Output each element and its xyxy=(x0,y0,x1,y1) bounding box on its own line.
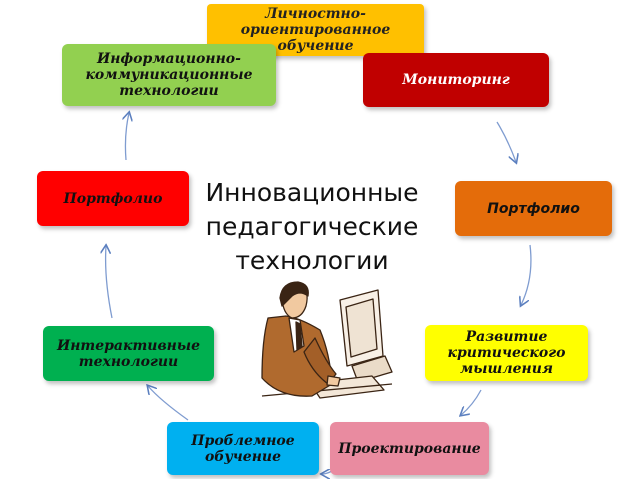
arrow-portfolio-to-kriticheskoe xyxy=(521,244,532,305)
node-portfolio-left: Портфолио xyxy=(37,171,189,226)
node-monitoring-label: Мониторинг xyxy=(402,72,510,88)
central-title: Инновационные педагогические технологии xyxy=(205,178,419,275)
node-portfolio-right: Портфолио xyxy=(455,181,612,236)
node-interaktivnye-label: Интерактивные технологии xyxy=(56,337,201,370)
node-proektirovanie-label: Проектирование xyxy=(338,440,481,457)
arrow-monitoring-to-portfolio xyxy=(496,121,516,162)
arrow-portfolio-to-informatsionno xyxy=(125,113,129,161)
arrow-interaktivnye-to-portfolio xyxy=(106,246,113,319)
node-monitoring: Мониторинг xyxy=(363,53,549,107)
node-informatsionno-label: Информационно- коммуникационные технолог… xyxy=(85,51,253,99)
arrow-problemnoe-to-interaktivnye xyxy=(148,386,189,421)
node-kriticheskoe: Развитие критического мышления xyxy=(425,325,588,381)
arrow-kriticheskoe-to-proektirovanie xyxy=(461,389,482,415)
node-portfolio-right-label: Портфолио xyxy=(487,200,580,217)
node-proektirovanie: Проектирование xyxy=(330,422,489,475)
node-kriticheskoe-label: Развитие критического мышления xyxy=(447,329,566,377)
node-problemnoe: Проблемное обучение xyxy=(167,422,319,475)
node-portfolio-left-label: Портфолио xyxy=(63,190,163,207)
node-lichnostno-label: Личностно- ориентированное обучение xyxy=(240,6,391,54)
node-informatsionno: Информационно- коммуникационные технолог… xyxy=(62,44,276,106)
node-interaktivnye: Интерактивные технологии xyxy=(43,326,214,381)
node-problemnoe-label: Проблемное обучение xyxy=(191,432,295,465)
